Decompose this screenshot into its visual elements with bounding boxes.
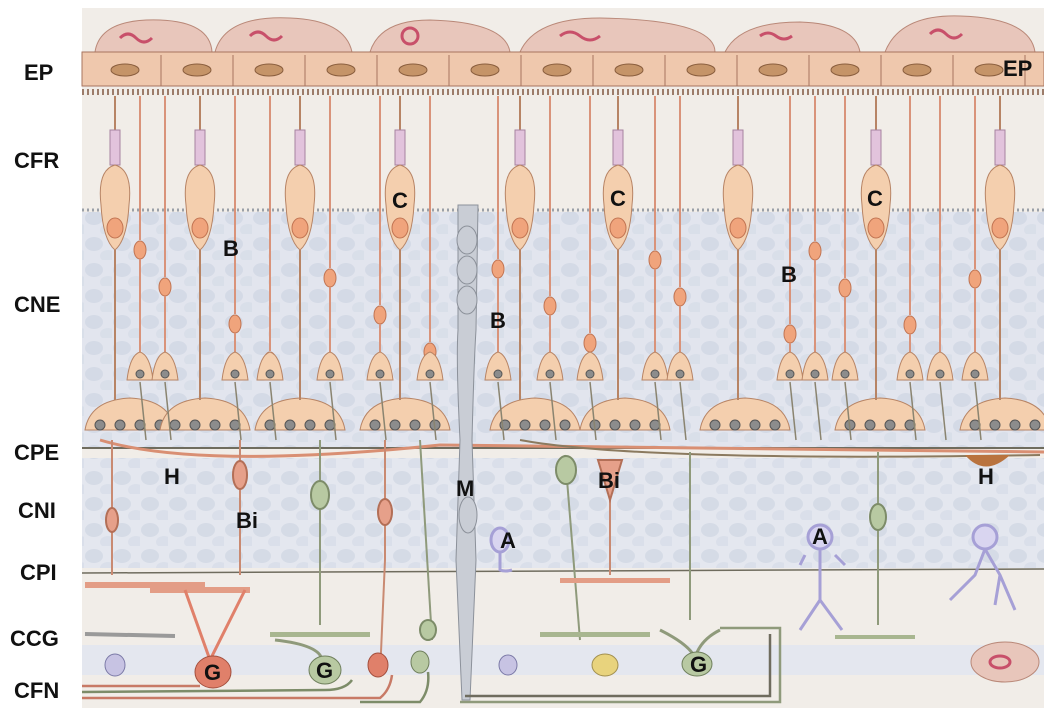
label-ganglion-3: G <box>690 652 707 677</box>
label-cone-1: C <box>392 188 408 213</box>
layer-label-ccg: CCG <box>10 626 59 652</box>
label-rod-2: B <box>781 262 797 287</box>
label-ganglion-2: G <box>316 658 333 683</box>
label-cone-2: C <box>610 186 626 211</box>
layer-label-cpe: CPE <box>14 440 59 466</box>
label-ganglion-1: G <box>204 660 221 685</box>
layer-label-cni: CNI <box>18 498 56 524</box>
label-horizontal-2: H <box>978 464 994 489</box>
capillary-cell <box>971 642 1039 682</box>
label-amacrine-1: A <box>500 528 516 553</box>
label-bipolar-2: Bi <box>598 468 620 493</box>
layer-label-cpi: CPI <box>20 560 57 586</box>
label-bipolar-1: Bi <box>236 508 258 533</box>
label-rod-1: B <box>223 236 239 261</box>
label-horizontal-1: H <box>164 464 180 489</box>
layer-label-cfn: CFN <box>14 678 59 704</box>
label-cone-3: C <box>867 186 883 211</box>
label-amacrine-2: A <box>812 524 828 549</box>
label-rod-3: B <box>490 308 506 333</box>
label-muller: M <box>456 476 474 501</box>
layer-label-cfr: CFR <box>14 148 59 174</box>
layer-label-cne: CNE <box>14 292 60 318</box>
layer-label-ep: EP <box>24 60 53 86</box>
label-ep-right: EP <box>1003 56 1032 81</box>
